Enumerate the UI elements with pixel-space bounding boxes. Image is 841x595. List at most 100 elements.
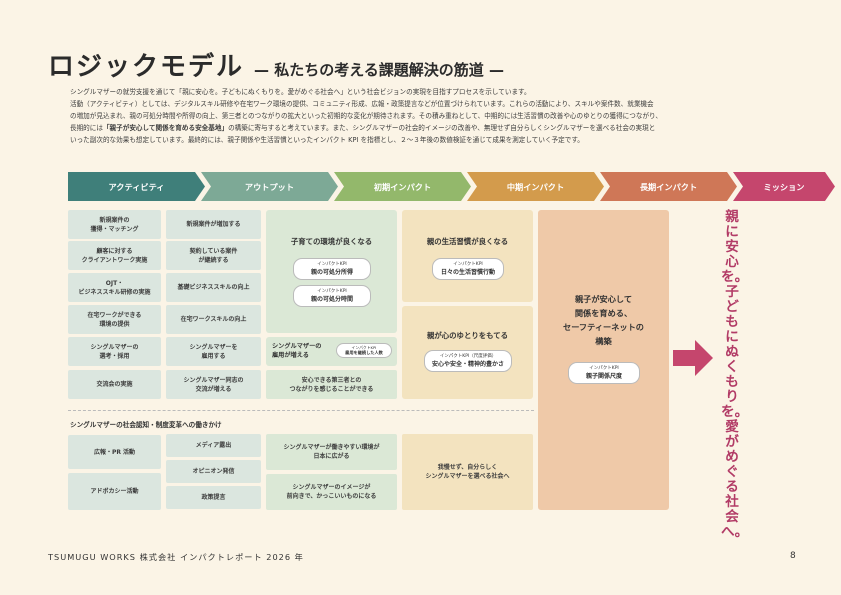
text-line: 安心できる第三者との xyxy=(301,376,362,384)
social-mid-choice: 我慢せず、自分らしく シングルマザーを選べる社会へ xyxy=(402,434,533,510)
text-line: 親子が安心して xyxy=(574,294,633,304)
activity-box: 顧客に対するクライアントワーク実施 xyxy=(68,241,161,270)
intro-line: 長期的には「親子が安心して関係を育める安全基地」の構築に寄与すると考えています。… xyxy=(70,122,782,134)
connection-text: 安心できる第三者との つながりを感じることができる xyxy=(290,376,374,394)
activity-box: 新規案件の獲得・マッチング xyxy=(68,210,161,239)
intro-text: 長期的には xyxy=(70,124,103,132)
social-activity-advocacy: アドボカシー活動 xyxy=(68,473,161,510)
mission-statement: 親に安心を。子どもにぬくもりを。愛がめぐる社会へ。 xyxy=(721,209,749,540)
text-line: 関係を育める、 xyxy=(574,308,633,318)
text-line: 日本に広がる xyxy=(313,453,350,460)
text-line: 構築 xyxy=(595,336,612,346)
text-line: 獲得・マッチング xyxy=(90,225,139,233)
kpi-badge: インパクトKPI 日々の生活習慣行動 xyxy=(432,258,504,280)
intro-line: シングルマザーの就労支援を通じて「親に安心を。子どもにぬくもりを。愛がめぐる社会… xyxy=(70,88,531,96)
kpi-badge: インパクトKPI 親の可処分時間 xyxy=(293,285,371,307)
stage-label: アクティビティ xyxy=(108,181,165,192)
text-line: 在宅ワークができる xyxy=(87,311,142,319)
text-line: シングルマザーが働きやすい環境が xyxy=(283,444,380,451)
employment-text: シングルマザーの 雇用が増える xyxy=(272,342,322,360)
kpi-value: 安心や安全・精神的豊かさ xyxy=(431,361,504,368)
kpi-label: インパクトKPI xyxy=(589,366,619,371)
section-divider xyxy=(68,410,534,411)
stage-chevron: 長期インパクト xyxy=(600,172,737,201)
mid-impact-title: 親が心のゆとりをもてる xyxy=(426,331,508,340)
text-line: セーフティーネットの xyxy=(563,322,644,332)
text-line: 雇用が増える xyxy=(272,352,309,359)
text-line: 新規案件の xyxy=(99,216,130,224)
text-line: 基礎ビジネススキルの向上 xyxy=(177,284,250,291)
kpi-value: 親の可処分時間 xyxy=(310,296,353,303)
stage-label: ミッション xyxy=(763,181,805,192)
kpi-label: インパクトKPI xyxy=(351,345,377,350)
social-output-media: メディア露出 xyxy=(166,434,261,457)
text-line: 契約している案件 xyxy=(189,247,238,255)
output-box: 在宅ワークスキルの向上 xyxy=(166,305,261,334)
text-line: 在宅ワークスキルの向上 xyxy=(180,316,247,323)
social-initial-image: シングルマザーのイメージが 前向きで、かっこいいものになる xyxy=(266,474,397,510)
text-line: 新規案件が増加する xyxy=(186,221,241,228)
stage-chevron: ミッション xyxy=(733,172,835,201)
text-line: 交流会の実施 xyxy=(96,381,133,388)
arrow-right-icon xyxy=(673,340,713,376)
long-impact-title: 親子が安心して 関係を育める、 セーフティーネットの 構築 xyxy=(538,292,669,348)
social-output-policy: 政策提言 xyxy=(166,486,261,509)
social-section-label: シングルマザーの社会認知・制度変革への働きかけ xyxy=(70,421,222,429)
output-box: シングルマザーを雇用する xyxy=(166,337,261,366)
kpi-value: 親子関係尺度 xyxy=(585,373,622,380)
mid-impact-panel-mind: 親が心のゆとりをもてる インパクトKPI（尺度評価） 安心や安全・精神的豊かさ xyxy=(402,306,533,399)
text-line: ビジネススキル研修の実施 xyxy=(78,288,151,296)
text-line: 環境の提供 xyxy=(99,320,130,328)
kpi-label: インパクトKPI（尺度評価） xyxy=(439,354,497,359)
text-line: シングルマザーを選べる社会へ xyxy=(425,473,510,480)
kpi-badge: インパクトKPI（尺度評価） 安心や安全・精神的豊かさ xyxy=(424,350,512,372)
page-number: 8 xyxy=(790,551,796,561)
initial-impact-title: 子育ての環境が良くなる xyxy=(290,237,373,246)
stage-label: 中期インパクト xyxy=(506,181,565,192)
kpi-value: 日々の生活習慣行動 xyxy=(440,269,495,276)
page-subtitle: — 私たちの考える課題解決の筋道 — xyxy=(254,61,505,79)
social-activity-pr: 広報・PR 活動 xyxy=(68,435,161,469)
text-line: クライアントワーク実施 xyxy=(81,256,148,264)
initial-impact-panel-connection: 安心できる第三者との つながりを感じることができる xyxy=(266,370,397,399)
output-box: 新規案件が増加する xyxy=(166,210,261,239)
kpi-value: 雇用を継続した人数 xyxy=(345,350,383,355)
text-line: シングルマザーを xyxy=(189,343,238,351)
mid-impact-title: 親の生活習慣が良くなる xyxy=(426,237,509,246)
output-box: 契約している案件が継続する xyxy=(166,241,261,270)
intro-paragraph: シングルマザーの就労支援を通じて「親に安心を。子どもにぬくもりを。愛がめぐる社会… xyxy=(70,86,782,146)
social-initial-environment: シングルマザーが働きやすい環境が 日本に広がる xyxy=(266,434,397,470)
text-line: シングルマザーの xyxy=(90,343,139,351)
kpi-badge: インパクトKPI 雇用を継続した人数 xyxy=(336,343,392,358)
intro-line: 活動（アクティビティ）としては、デジタルスキル研修や在宅ワーク環境の提供、コミュ… xyxy=(70,100,654,108)
text-line: 選考・採用 xyxy=(99,352,130,360)
mid-impact-panel-habits: 親の生活習慣が良くなる インパクトKPI 日々の生活習慣行動 xyxy=(402,210,533,302)
stage-chevron: 初期インパクト xyxy=(334,172,471,201)
activity-box: シングルマザーの選考・採用 xyxy=(68,337,161,366)
page-title: ロジックモデル xyxy=(48,52,245,82)
long-impact-panel: 親子が安心して 関係を育める、 セーフティーネットの 構築 インパクトKPI 親… xyxy=(538,210,669,510)
stage-label: 初期インパクト xyxy=(373,181,432,192)
text-line: シングルマザーのイメージが xyxy=(292,484,371,491)
initial-impact-panel-employment: シングルマザーの 雇用が増える インパクトKPI 雇用を継続した人数 xyxy=(266,337,397,366)
kpi-label: インパクトKPI xyxy=(317,289,347,294)
activity-box: 在宅ワークができる環境の提供 xyxy=(68,305,161,334)
social-output-opinion: オピニオン発信 xyxy=(166,460,261,483)
kpi-label: インパクトKPI xyxy=(317,262,347,267)
text-line: 顧客に対する xyxy=(96,247,133,255)
footer-company: TSUMUGU WORKS 株式会社 インパクトレポート 2026 年 xyxy=(48,552,304,562)
stage-chevron: 中期インパクト xyxy=(467,172,604,201)
intro-emphasis: 「親子が安心して関係を育める安全基地」 xyxy=(102,124,229,132)
stage-label: 長期インパクト xyxy=(639,181,698,192)
text-line: OJT・ xyxy=(105,279,124,287)
text-line: 我慢せず、自分らしく xyxy=(437,464,498,471)
kpi-badge: インパクトKPI 親の可処分所得 xyxy=(293,258,371,280)
stage-label: アウトプット xyxy=(244,181,295,192)
text-line: 前向きで、かっこいいものになる xyxy=(286,493,377,500)
output-box: 基礎ビジネススキルの向上 xyxy=(166,273,261,302)
text-line: 交流が増える xyxy=(195,385,232,393)
kpi-label: インパクトKPI xyxy=(453,262,483,267)
page-header: ロジックモデル — 私たちの考える課題解決の筋道 — xyxy=(48,46,504,83)
intro-line: の増加が見込まれ、親の可処分時間や所得の向上、第三者とのつながりの拡大といった初… xyxy=(70,112,662,120)
text-line: つながりを感じることができる xyxy=(289,385,374,393)
